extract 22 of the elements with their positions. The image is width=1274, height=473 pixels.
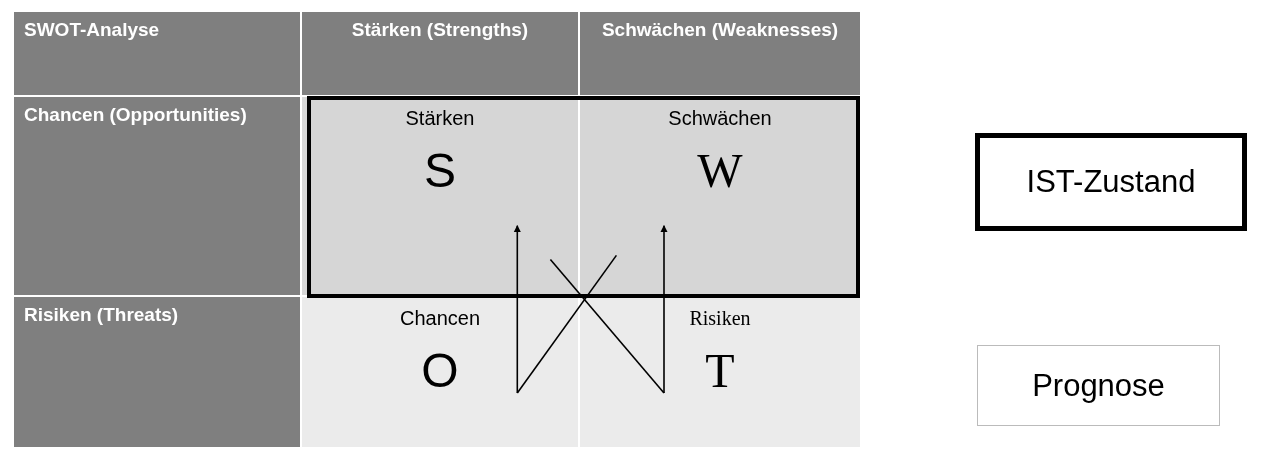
quadrant-cell bbox=[302, 97, 578, 295]
quadrant-letter: W bbox=[697, 147, 743, 195]
quadrant-cell bbox=[302, 297, 578, 447]
quadrant-cell bbox=[580, 297, 860, 447]
quadrant-letter: T bbox=[705, 347, 735, 395]
state-label: Prognose bbox=[1032, 367, 1165, 404]
quadrant-label: Chancen bbox=[399, 307, 481, 330]
state-box bbox=[977, 345, 1220, 426]
arrow bbox=[513, 224, 521, 394]
quadrant-label: Risiken bbox=[689, 307, 751, 330]
quadrant-label: Schwächen bbox=[668, 107, 772, 130]
quadrant-letter: S bbox=[424, 147, 456, 195]
state-box bbox=[975, 133, 1247, 231]
column-header: Schwächen (Weaknesses) bbox=[580, 12, 860, 95]
row-header: Risiken (Threats) bbox=[14, 297, 300, 447]
quadrant-label: Stärken bbox=[405, 107, 475, 130]
state-label: IST-Zustand bbox=[1026, 164, 1196, 200]
row-header: Chancen (Opportunities) bbox=[14, 97, 300, 295]
quadrant-letter: O bbox=[421, 347, 459, 395]
arrow bbox=[660, 224, 668, 394]
column-header: SWOT-Analyse bbox=[14, 12, 300, 95]
column-header: Stärken (Strengths) bbox=[302, 12, 578, 95]
